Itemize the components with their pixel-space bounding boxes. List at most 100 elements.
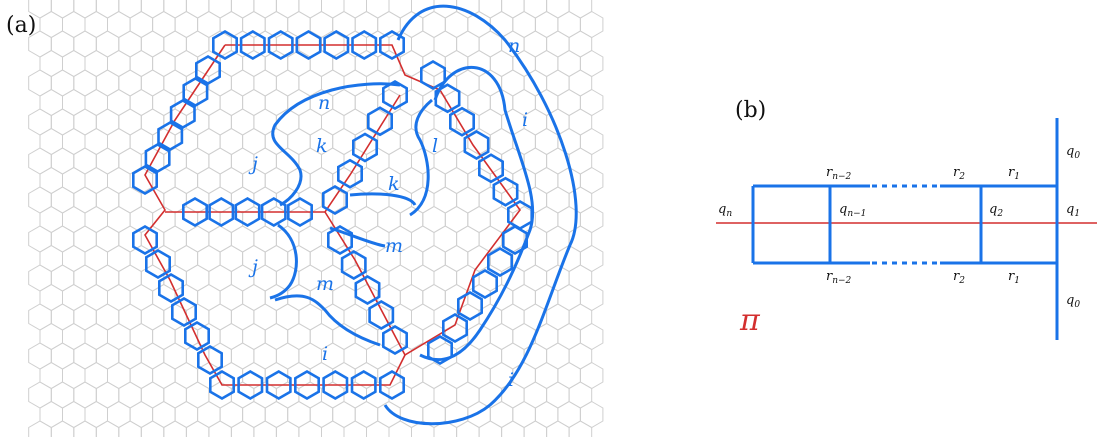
lattice-hexagon	[411, 381, 435, 409]
lattice-hexagon	[50, 420, 75, 437]
lattice-hexagon	[534, 244, 559, 273]
lattice-hexagon	[489, 322, 514, 351]
label-i-outer-bottom: i	[508, 369, 514, 391]
lattice-hexagon	[73, 186, 97, 214]
lattice-hexagon	[332, 127, 356, 156]
lattice-hexagon	[197, 400, 221, 429]
lattice-hexagon	[467, 361, 491, 390]
label-i-right: i	[522, 109, 528, 131]
blue-hexagon	[381, 324, 409, 355]
lattice-hexagon	[579, 205, 604, 234]
lattice-hexagon	[230, 264, 255, 292]
lattice-hexagon	[478, 108, 503, 136]
lattice-hexagon	[568, 381, 593, 409]
blue-hexagon	[239, 29, 266, 60]
lattice-hexagon	[523, 0, 548, 19]
lattice-hexagon	[478, 0, 503, 19]
lattice-hexagon	[377, 205, 401, 234]
lattice-hexagon	[456, 420, 480, 437]
blue-hexagon	[132, 164, 158, 195]
lattice-hexagon	[28, 342, 52, 370]
lattice-hexagon	[444, 166, 469, 195]
loop-i-inner	[419, 65, 535, 362]
lattice-hexagon	[95, 225, 120, 253]
lattice-hexagon	[399, 10, 424, 39]
blue-hexagon	[260, 196, 287, 227]
blue-hexagon	[326, 224, 354, 255]
lattice-hexagon	[377, 127, 401, 156]
lattice-hexagon	[343, 342, 367, 370]
label-j-upper: j	[248, 153, 258, 175]
lattice-hexagon	[264, 49, 289, 78]
lattice-hexagon	[107, 205, 131, 234]
lattice-hexagon	[118, 108, 142, 136]
label-m-left: m	[316, 273, 334, 295]
label-q1: q1	[1066, 202, 1080, 219]
lattice-hexagon	[39, 322, 63, 351]
lattice-hexagon	[39, 127, 63, 156]
lattice-hexagon	[321, 0, 345, 19]
lattice-hexagon	[546, 225, 570, 253]
blue-hexagon	[286, 196, 314, 227]
lattice-hexagon	[62, 127, 86, 156]
lattice-hexagon	[50, 0, 75, 19]
lattice-hexagon	[534, 10, 559, 39]
lattice-hexagon	[95, 303, 120, 331]
lattice-hexagon	[275, 0, 300, 19]
lattice-hexagon	[399, 166, 424, 195]
lattice-hexagon	[534, 361, 559, 390]
lattice-hexagon	[73, 30, 97, 58]
lattice-hexagon	[264, 400, 289, 429]
lattice-hexagon	[546, 420, 570, 437]
lattice-hexagon	[568, 30, 593, 58]
lattice-hexagon	[433, 264, 458, 292]
lattice-hexagon	[557, 400, 581, 429]
lattice-hexagon	[557, 10, 581, 39]
lattice-hexagon	[523, 381, 548, 409]
lattice-hexagon	[534, 166, 559, 195]
loop-k-l	[409, 98, 433, 217]
lattice-hexagon	[174, 244, 199, 273]
lattice-hexagon	[163, 381, 187, 409]
lattice-hexagon	[219, 322, 244, 351]
lattice-hexagon	[546, 30, 570, 58]
lattice-hexagon	[422, 10, 446, 39]
lattice-hexagon	[523, 342, 548, 370]
lattice-hexagon	[534, 400, 559, 429]
lattice-hexagon	[366, 186, 390, 214]
lattice-hexagon	[456, 147, 480, 175]
lattice-hexagon	[523, 420, 548, 437]
lattice-hexagon	[185, 420, 210, 437]
lattice-hexagon	[230, 0, 255, 19]
lattice-hexagon	[140, 69, 165, 97]
lattice-hexagon	[568, 147, 593, 175]
blue-hexagon	[501, 224, 529, 255]
label-r2-bottom: r2	[953, 269, 965, 286]
lattice-hexagon	[546, 342, 570, 370]
lattice-hexagon	[411, 264, 435, 292]
lattice-hexagon	[242, 322, 266, 351]
label-j-lower: j	[248, 256, 258, 278]
blue-hexagon	[158, 272, 184, 303]
lattice-hexagon	[95, 264, 120, 292]
lattice-hexagon	[39, 166, 63, 195]
lattice-hexagon	[118, 69, 142, 97]
lattice-hexagon	[275, 69, 300, 97]
lattice-hexagon	[73, 264, 97, 292]
loop-k-right	[349, 192, 417, 206]
lattice-hexagon	[242, 283, 266, 312]
blue-hexagon	[323, 29, 350, 60]
lattice-hexagon	[354, 166, 379, 195]
lattice-hexagon	[253, 303, 277, 331]
lattice-hexagon	[50, 147, 75, 175]
lattice-hexagon	[84, 244, 108, 273]
lattice-hexagon	[343, 108, 367, 136]
blue-hexagon	[132, 224, 158, 255]
lattice-hexagon	[208, 303, 232, 331]
panel-b-label: (b)	[735, 98, 766, 123]
lattice-hexagon	[242, 88, 266, 117]
lattice-hexagon	[399, 244, 424, 273]
lattice-hexagon	[388, 420, 412, 437]
lattice-hexagon	[501, 420, 525, 437]
lattice-hexagon	[129, 400, 154, 429]
